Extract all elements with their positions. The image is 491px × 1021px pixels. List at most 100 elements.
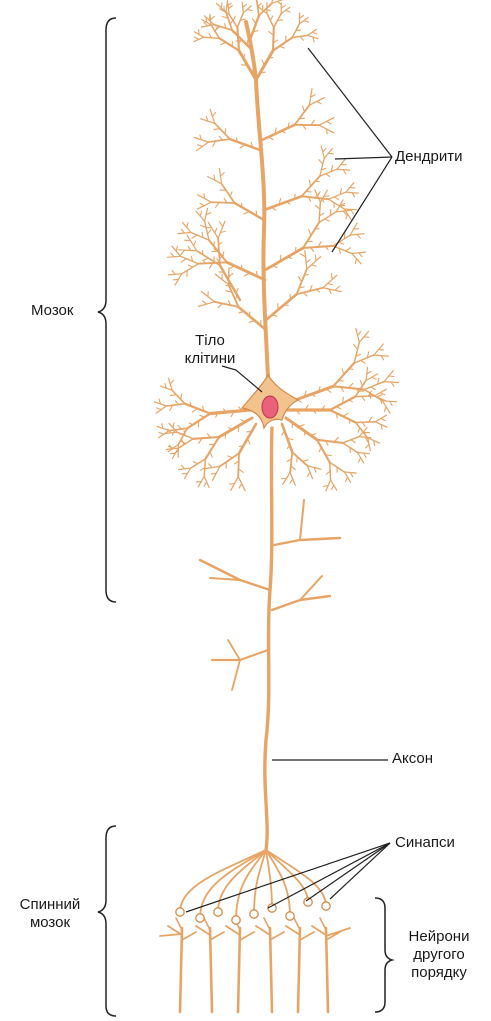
oblique-dendrite: [179, 250, 197, 251]
spinal-cord-label-line2: мозок: [8, 914, 92, 932]
dendritic-spine: [187, 223, 188, 228]
apical-tuft-branch: [256, 0, 259, 16]
dendritic-spine: [238, 426, 239, 432]
dendritic-spine: [317, 102, 321, 104]
dendritic-spine: [199, 30, 200, 35]
dendritic-spine: [209, 464, 212, 468]
dendritic-spine: [345, 477, 347, 482]
dendritic-spine: [210, 452, 212, 458]
dendritic-spine: [176, 246, 177, 251]
dendritic-spine: [215, 228, 217, 233]
dendritic-spine: [208, 230, 211, 234]
cell-body-label-line1: Тіло: [170, 332, 250, 350]
dendritic-spine: [278, 20, 283, 21]
dendritic-spine: [363, 432, 368, 433]
dendritic-spine: [346, 248, 351, 251]
dendritic-spine: [239, 484, 241, 488]
oblique-dendrite: [208, 223, 218, 239]
dendritic-spine: [200, 211, 201, 216]
dendritic-spine: [230, 484, 235, 485]
oblique-dendrite: [305, 251, 307, 269]
dendritic-spine: [380, 393, 385, 395]
dendritic-spine: [351, 440, 355, 443]
dendritic-spine: [240, 145, 245, 149]
second-order-dendrite: [160, 934, 182, 936]
oblique-dendrite: [227, 262, 265, 280]
dendritic-spine: [311, 265, 316, 266]
basal-dendrite: [356, 422, 375, 423]
dendritic-spine: [381, 419, 386, 421]
dendritic-spine: [334, 197, 338, 200]
dendritic-spine: [323, 148, 326, 152]
basal-dendrite: [220, 453, 239, 466]
dendritic-spine: [244, 212, 250, 215]
dendritic-spine: [193, 409, 198, 412]
dendritic-spine: [181, 465, 184, 469]
dendritic-spine: [312, 32, 317, 34]
dendritic-spine: [361, 360, 365, 363]
dendritic-spine: [230, 20, 233, 24]
dendritic-spine: [340, 205, 345, 206]
axon-terminal-branch: [254, 850, 266, 914]
dendritic-spine: [189, 423, 193, 425]
dendritic-spine: [360, 380, 362, 386]
dendritic-spine: [170, 395, 176, 396]
axon-collateral: [300, 500, 304, 540]
second-neurons-label-line2: другого: [393, 946, 485, 964]
second-neurons-bracket: [375, 898, 392, 1012]
dendritic-spine: [218, 304, 222, 308]
oblique-dendrite: [222, 184, 235, 203]
dendritic-spine: [355, 259, 356, 264]
dendritic-spine: [181, 259, 186, 262]
dendritic-spine: [349, 369, 353, 370]
oblique-dendrite: [323, 275, 337, 287]
dendritic-spine: [343, 397, 344, 403]
dendritic-spine: [315, 255, 316, 261]
dendritic-spine: [203, 301, 207, 304]
second-order-dendrite: [270, 932, 284, 940]
dendritic-spine: [349, 419, 350, 423]
axon-terminal-branch: [236, 850, 266, 920]
dendritic-spine: [350, 187, 355, 188]
dendritic-spine: [332, 274, 333, 280]
dendritic-spine: [297, 457, 298, 462]
neuron: [155, 0, 399, 1012]
dendritic-spine: [358, 428, 360, 433]
dendritic-spine: [270, 16, 272, 20]
basal-dendrite: [355, 396, 374, 397]
dendritic-spine: [279, 46, 284, 48]
basal-dendrite: [286, 418, 317, 440]
dendritic-spine: [213, 112, 216, 116]
axon-collateral: [232, 660, 240, 690]
dendritic-spine: [229, 6, 233, 9]
dendritic-spine: [226, 286, 232, 287]
basal-dendrite: [169, 428, 187, 430]
axon-collateral: [274, 538, 340, 545]
dendritic-spine: [358, 332, 361, 336]
dendritic-spine: [384, 407, 386, 412]
dendritic-spine: [157, 408, 162, 410]
second-order-dendrite: [210, 932, 224, 940]
basal-dendrite: [290, 452, 292, 472]
dendritic-spine: [342, 369, 343, 375]
dendritic-spine: [354, 345, 358, 350]
dendritic-spine: [204, 194, 205, 199]
basal-dendrite: [356, 423, 368, 438]
dendritic-spine: [249, 321, 255, 323]
dendritic-spine: [192, 235, 197, 238]
oblique-dendrite: [265, 248, 303, 270]
spinal-cord-label-line1: Спинний: [8, 896, 92, 914]
dendritic-spine: [265, 9, 270, 10]
oblique-dendrite: [211, 202, 234, 203]
dendritic-spine: [339, 242, 344, 244]
leader-lines: [186, 48, 392, 912]
basal-dendrite: [292, 452, 307, 466]
dendritic-spine: [229, 428, 233, 430]
oblique-dendrite: [205, 221, 209, 240]
dendrites-label: Дендрити: [395, 148, 463, 166]
dendritic-spine: [327, 121, 331, 123]
second-order-dendrite: [240, 932, 254, 940]
synaptic-bouton: [322, 902, 330, 910]
basal-dendrite: [166, 404, 184, 406]
dendritic-spine: [239, 312, 244, 313]
